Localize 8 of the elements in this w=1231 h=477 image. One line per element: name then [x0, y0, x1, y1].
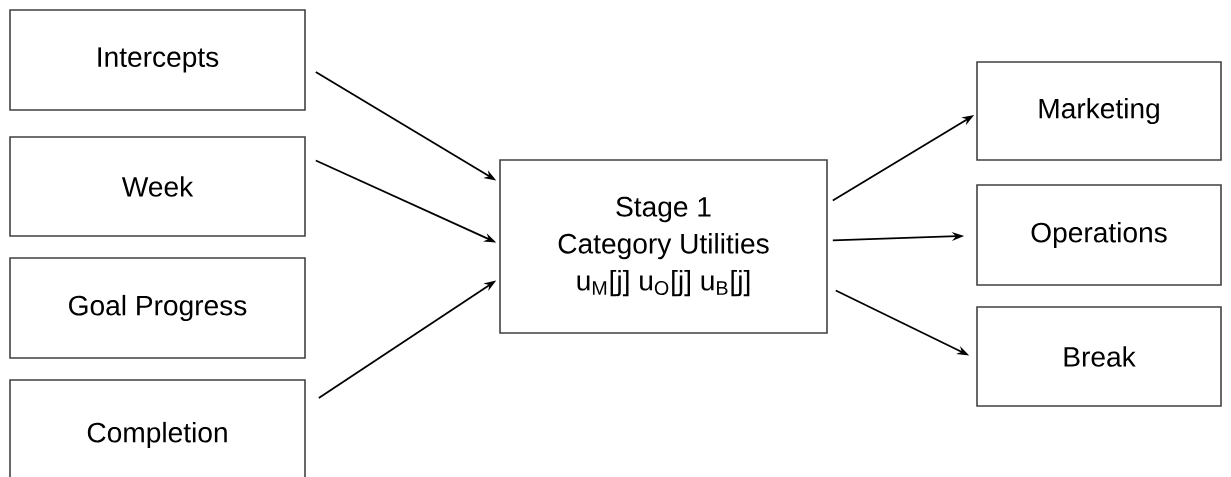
process-box: Week	[9, 136, 306, 237]
process-box: Break	[976, 306, 1222, 407]
process-box: Intercepts	[9, 9, 306, 111]
process-box: Goal Progress	[9, 257, 306, 359]
process-box: Completion	[9, 379, 306, 477]
process-box: Stage 1 Category Utilities u$_{M}$[j] u$_{O}$[j] u$_{B}$[j]	[499, 159, 828, 334]
process-box: Marketing	[976, 61, 1222, 161]
process-box: Operations	[976, 184, 1222, 286]
